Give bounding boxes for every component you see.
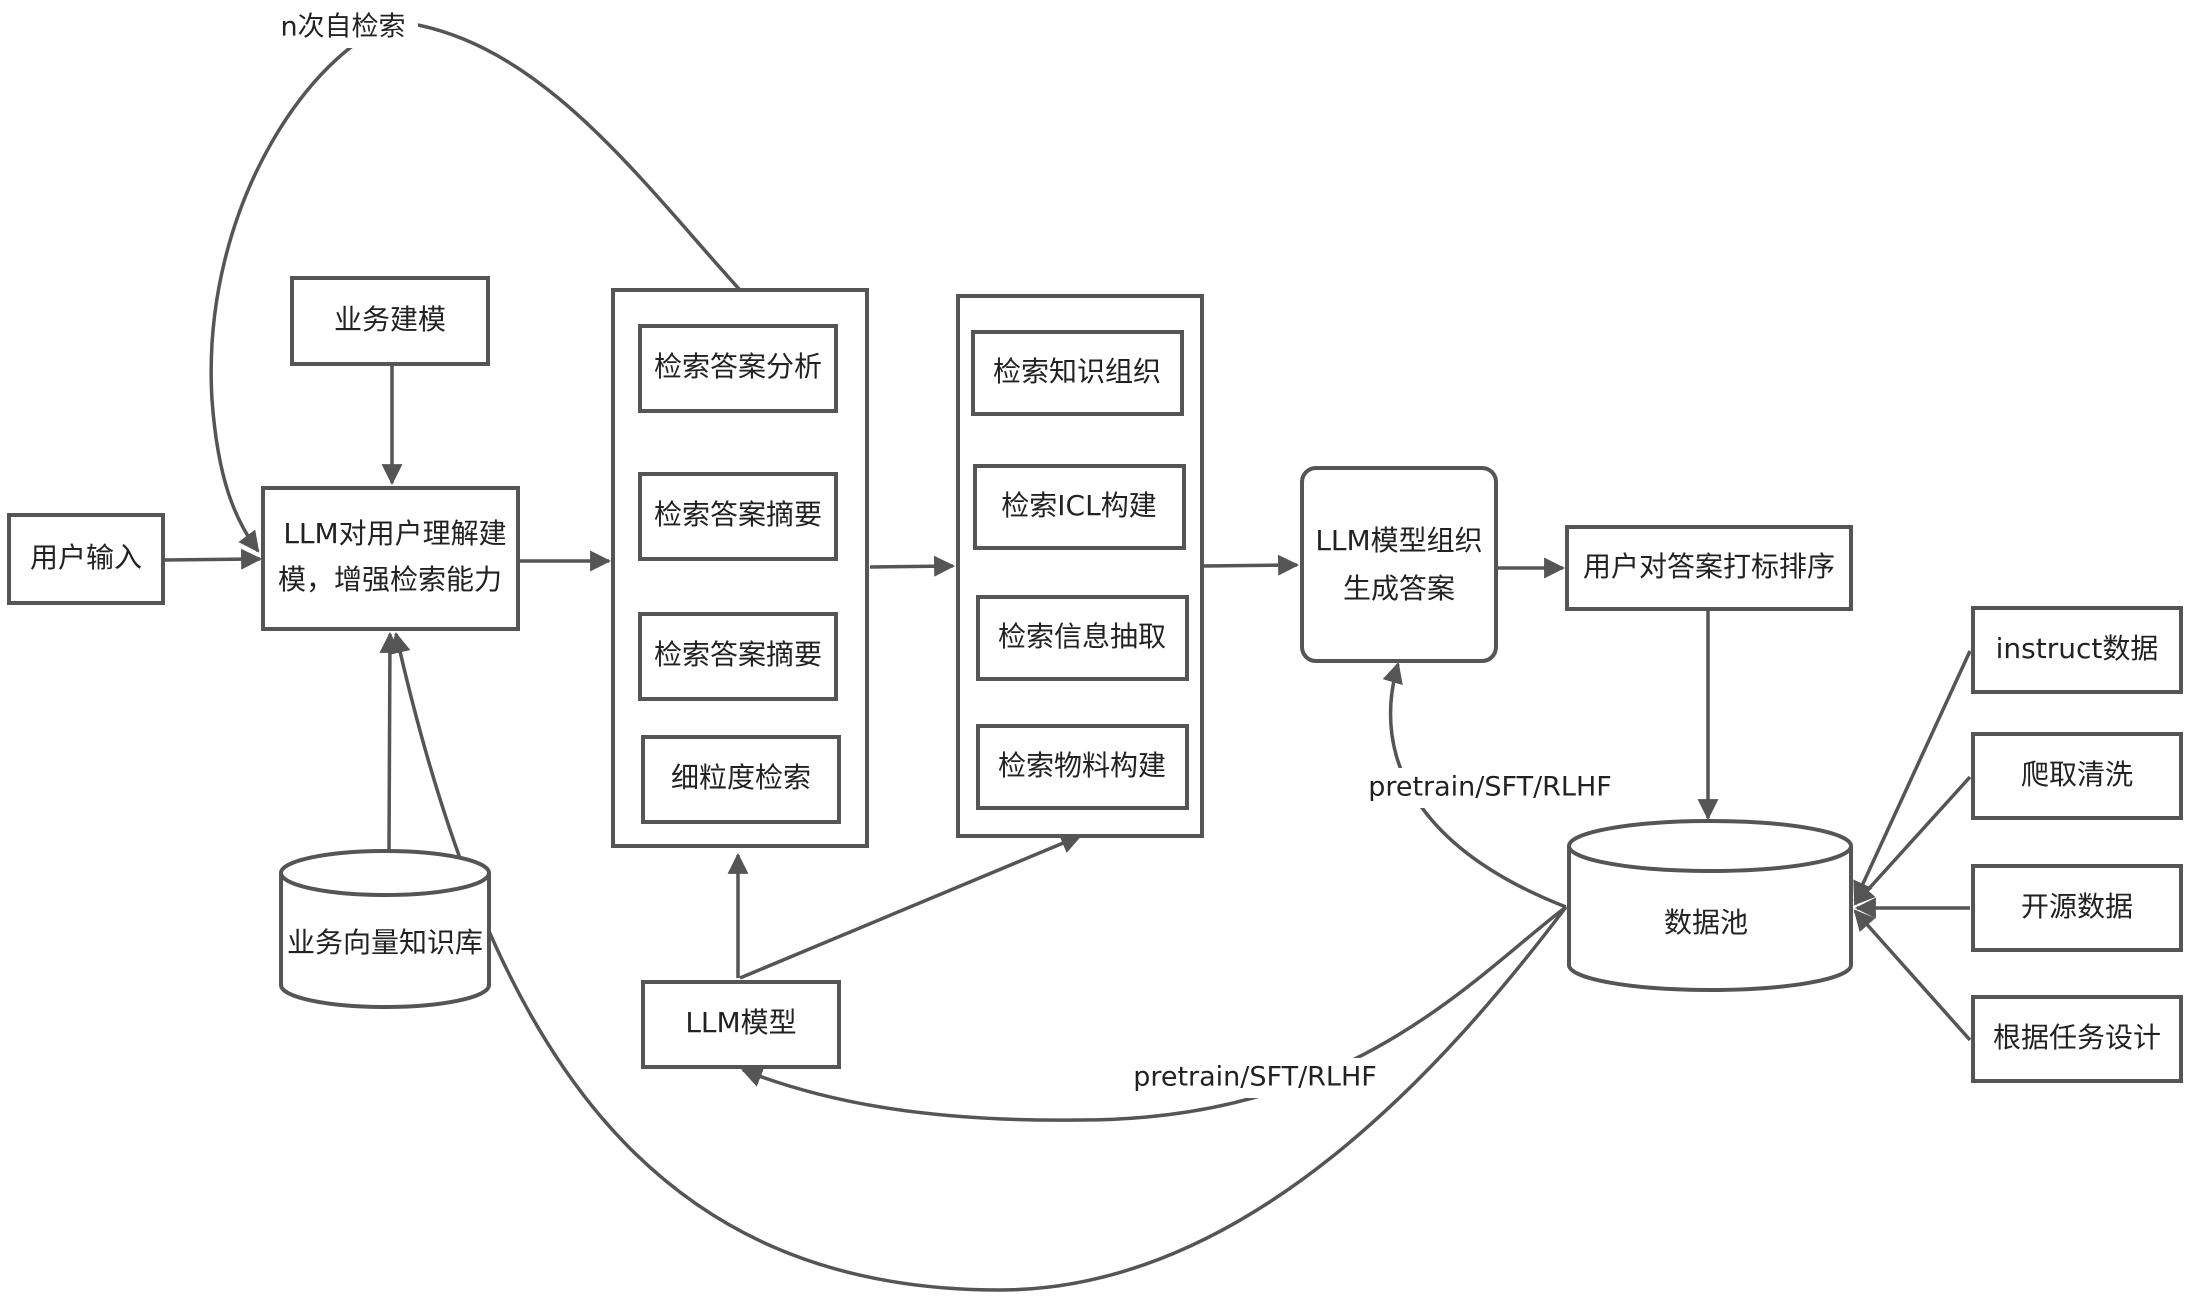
instruct-data-label: instruct数据 — [1996, 632, 2159, 665]
edge-user-input-to-llm-understanding — [163, 548, 263, 570]
info-extract-box — [976, 595, 1189, 681]
user-input-label: 用户输入 — [30, 541, 142, 574]
user-input-box — [7, 513, 165, 605]
data-pool-cylinder — [1567, 819, 1853, 992]
edges — [163, 20, 1972, 1292]
business-modeling-label: 业务建模 — [334, 303, 446, 336]
open-data-label: 开源数据 — [2021, 890, 2133, 923]
edge-data-pool-to-llm-understanding — [389, 631, 1568, 1292]
edge-llm-model-to-knowledge-group — [739, 833, 1082, 980]
icl-build-label: 检索ICL构建 — [1001, 489, 1156, 522]
edge-knowledge-group-to-llm-generate — [1203, 554, 1300, 576]
llm-understanding-box — [261, 486, 520, 631]
edge-label-training-bottom: pretrain/SFT/RLHF — [1133, 1062, 1377, 1093]
info-extract-label: 检索信息抽取 — [998, 620, 1166, 653]
answer-summary-label-1: 检索答案摘要 — [654, 498, 822, 531]
edge-task-design-to-data-pool — [1853, 909, 1972, 1042]
llm-generate-label-line2: 生成答案 — [1343, 572, 1455, 605]
knowledge-org-label: 检索知识组织 — [993, 355, 1161, 388]
edge-instruct-to-data-pool — [1853, 650, 1972, 903]
open-data-box — [1971, 864, 2183, 952]
edge-label-n-self-retrieval: n次自检索 — [280, 12, 405, 43]
answer-summary-label-2: 检索答案摘要 — [654, 638, 822, 671]
edge-data-pool-to-llm-model — [741, 905, 1568, 1122]
business-modeling-box — [290, 276, 490, 366]
llm-model-box — [641, 980, 841, 1069]
answer-summary-box-1 — [638, 472, 838, 561]
edge-retrieval-group-to-knowledge-group — [869, 555, 956, 577]
edge-self-retrieval-loop — [209, 20, 742, 553]
task-design-label: 根据任务设计 — [1993, 1021, 2161, 1054]
instruct-data-box — [1971, 606, 2183, 694]
nodes: 用户输入 业务建模 LLM对用户理解建 模，增强检索能力 业务向量知识库 检索答… — [7, 276, 2183, 1083]
material-build-box — [976, 724, 1189, 810]
answer-analysis-label: 检索答案分析 — [654, 350, 822, 383]
vector-kb-label: 业务向量知识库 — [287, 926, 483, 959]
user-ranking-box — [1565, 525, 1853, 611]
llm-generate-box — [1300, 466, 1498, 663]
llm-model-label: LLM模型 — [685, 1006, 796, 1039]
data-pool-label: 数据池 — [1664, 906, 1748, 939]
llm-understanding-label-line1: LLM对用户理解建 — [283, 517, 506, 550]
llm-generate-label-line1: LLM模型组织 — [1315, 524, 1482, 557]
crawl-clean-box — [1971, 732, 2183, 820]
edge-labels: n次自检索 pretrain/SFT/RLHF pretrain/SFT/RLH… — [268, 8, 1615, 1098]
llm-understanding-label-line2: 模，增强检索能力 — [278, 563, 502, 596]
knowledge-org-box — [971, 330, 1184, 416]
fine-grained-box — [641, 735, 841, 824]
crawl-clean-label: 爬取清洗 — [2021, 758, 2133, 791]
edge-crawl-to-data-pool — [1853, 775, 1972, 906]
material-build-label: 检索物料构建 — [998, 749, 1166, 782]
answer-analysis-box — [638, 324, 838, 413]
task-design-box — [1971, 995, 2183, 1083]
fine-grained-label: 细粒度检索 — [671, 761, 811, 794]
user-ranking-label: 用户对答案打标排序 — [1583, 550, 1835, 583]
edge-label-training-top: pretrain/SFT/RLHF — [1368, 772, 1612, 803]
vector-kb-cylinder — [279, 849, 491, 1009]
edge-vector-kb-to-llm-understanding — [379, 631, 401, 851]
answer-summary-box-2 — [638, 612, 838, 701]
icl-build-box — [973, 464, 1186, 550]
